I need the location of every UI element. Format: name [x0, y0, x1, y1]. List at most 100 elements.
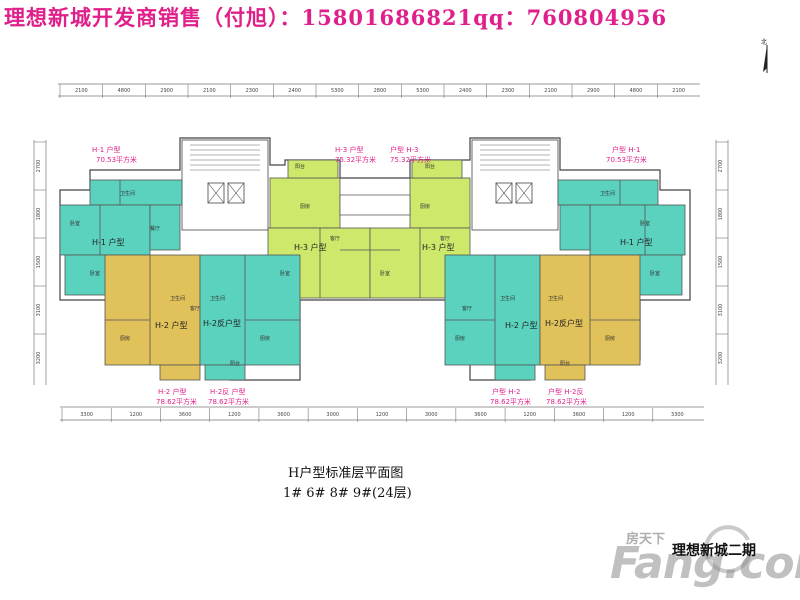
svg-text:厨房: 厨房	[420, 203, 430, 210]
unit-h2-reverse-right	[539, 254, 641, 381]
watermark-logo	[704, 525, 752, 574]
dims-right-item: 3200	[718, 352, 724, 365]
callout-h3-right-name: 户型 H-3	[390, 145, 418, 154]
dims-bottom-item: 3000	[425, 412, 438, 418]
plan-subtitle: 1# 6# 8# 9#(24层)	[283, 486, 412, 501]
dimension-labels-top: 2100 4800 2900 2100 2300 2400 5300 2800 5300 2400…	[59, 84, 685, 98]
dims-bottom-item: 3600	[179, 412, 192, 418]
plan-label-h2-reverse-right: H-2反户型	[545, 318, 583, 328]
plan-title: H户型标准层平面图	[288, 466, 404, 481]
svg-text:客厅: 客厅	[190, 305, 200, 312]
svg-text:厨房: 厨房	[605, 335, 615, 342]
svg-text:卫生间: 卫生间	[500, 295, 515, 302]
svg-text:卧室: 卧室	[650, 270, 660, 277]
svg-text:卫生间: 卫生间	[210, 295, 225, 302]
svg-text:餐厅: 餐厅	[150, 225, 160, 232]
north-label: 北	[761, 38, 767, 46]
svg-text:客厅: 客厅	[330, 235, 340, 242]
svg-text:卧室: 卧室	[280, 270, 290, 277]
plan-label-h2-right: H-2 户型	[505, 320, 538, 330]
callout-h1-right-area: 70.53平方米	[606, 155, 647, 164]
middle-corridor	[339, 194, 411, 216]
svg-text:卧室: 卧室	[90, 270, 100, 277]
dims-right-item: 3100	[718, 304, 724, 317]
dims-bottom-item: 3600	[277, 412, 290, 418]
dims-bottom-item: 3300	[671, 412, 684, 418]
phase-label: 理想新城二期	[672, 543, 756, 559]
dims-bottom-item: 3300	[80, 412, 93, 418]
svg-text:厨房: 厨房	[455, 335, 465, 342]
dims-bottom-item: 1200	[376, 412, 389, 418]
dimension-labels-right: 2700 1800 1500 3100 3200	[716, 141, 728, 365]
svg-text:卫生间: 卫生间	[120, 190, 135, 197]
svg-text:厨房: 厨房	[120, 335, 130, 342]
plan-label-h2-reverse-left: H-2反户型	[203, 318, 241, 328]
dims-right-item: 2700	[718, 160, 724, 173]
plan-label-h1-left: H-1 户型	[92, 237, 125, 247]
dims-top-item: 2400	[459, 88, 472, 94]
dims-left-item: 2700	[36, 160, 42, 173]
dims-top-item: 5300	[416, 88, 429, 94]
callout-h2-right-name: 户型 H-2	[492, 387, 520, 396]
callout-h2-reverse-right-name: 户型 H-2反	[548, 387, 583, 396]
callout-h2-reverse-left-name: H-2反 户型	[210, 387, 245, 396]
dims-bottom-item: 1200	[622, 412, 635, 418]
svg-text:阳台: 阳台	[230, 360, 240, 367]
dims-bottom-item: 3600	[474, 412, 487, 418]
dims-top-item: 2900	[160, 88, 173, 94]
sales-contact-banner: 理想新城开发商销售（付旭）：15801686821qq：760804956	[4, 5, 668, 30]
dims-top-item: 2800	[374, 88, 387, 94]
dims-top-item: 2100	[544, 88, 557, 94]
callout-h2-reverse-left-area: 78.62平方米	[208, 397, 249, 406]
stair-core-left	[181, 139, 269, 231]
unit-h2-right	[444, 254, 541, 381]
svg-text:客厅: 客厅	[440, 235, 450, 242]
dims-top-item: 2300	[246, 88, 259, 94]
unit-h2-left	[104, 254, 201, 381]
callout-h1-right-name: 户型 H-1	[612, 145, 640, 154]
callout-h3-left-area: 75.32平方米	[335, 155, 376, 164]
dims-left-item: 1500	[36, 256, 42, 269]
plan-label-h3-left: H-3 户型	[294, 242, 327, 252]
dims-right-item: 1500	[718, 256, 724, 269]
dims-top-item: 2100	[672, 88, 685, 94]
svg-text:阳台: 阳台	[560, 360, 570, 367]
dims-top-item: 5300	[331, 88, 344, 94]
dims-bottom-item: 1200	[523, 412, 536, 418]
dims-left-item: 3200	[36, 352, 42, 365]
stair-core-right	[471, 139, 559, 231]
north-arrow-icon: 北	[761, 38, 768, 73]
svg-text:厨房: 厨房	[260, 335, 270, 342]
unit-area-labels: H-1 户型 70.53平方米 H-3 户型 75.32平方米 户型 H-3 7…	[92, 145, 647, 406]
dims-left-item: 1800	[36, 208, 42, 221]
svg-text:厨房: 厨房	[300, 203, 310, 210]
callout-h2-left-name: H-2 户型	[158, 387, 186, 396]
callout-h2-reverse-right-area: 78.62平方米	[546, 397, 587, 406]
svg-text:卧室: 卧室	[640, 220, 650, 227]
dims-top-item: 2900	[587, 88, 600, 94]
svg-text:客厅: 客厅	[462, 305, 472, 312]
watermark-cn: 房天下	[626, 532, 666, 547]
dimension-lines-sides	[33, 140, 729, 385]
plan-label-h1-right: H-1 户型	[620, 237, 653, 247]
dims-right-item: 1800	[718, 208, 724, 221]
dims-top-item: 4800	[118, 88, 131, 94]
callout-h2-right-area: 78.62平方米	[490, 397, 531, 406]
dimension-lines-bottom	[60, 406, 704, 421]
callout-h1-left-name: H-1 户型	[92, 145, 120, 154]
dims-bottom-item: 3000	[326, 412, 339, 418]
dims-top-item: 2400	[288, 88, 301, 94]
unit-h2-reverse-left	[199, 254, 301, 381]
dimension-labels-left: 2700 1800 1500 3100 3200	[34, 141, 46, 365]
dims-bottom-item: 3600	[573, 412, 586, 418]
svg-text:卫生间: 卫生间	[548, 295, 563, 302]
plan-label-h2-left: H-2 户型	[155, 320, 188, 330]
svg-text:卧室: 卧室	[380, 270, 390, 277]
svg-text:卧室: 卧室	[70, 220, 80, 227]
callout-h1-left-area: 70.53平方米	[96, 155, 137, 164]
dims-top-item: 2100	[203, 88, 216, 94]
dims-left-item: 3100	[36, 304, 42, 317]
svg-text:阳台: 阳台	[295, 163, 305, 170]
dims-bottom-item: 1200	[228, 412, 241, 418]
